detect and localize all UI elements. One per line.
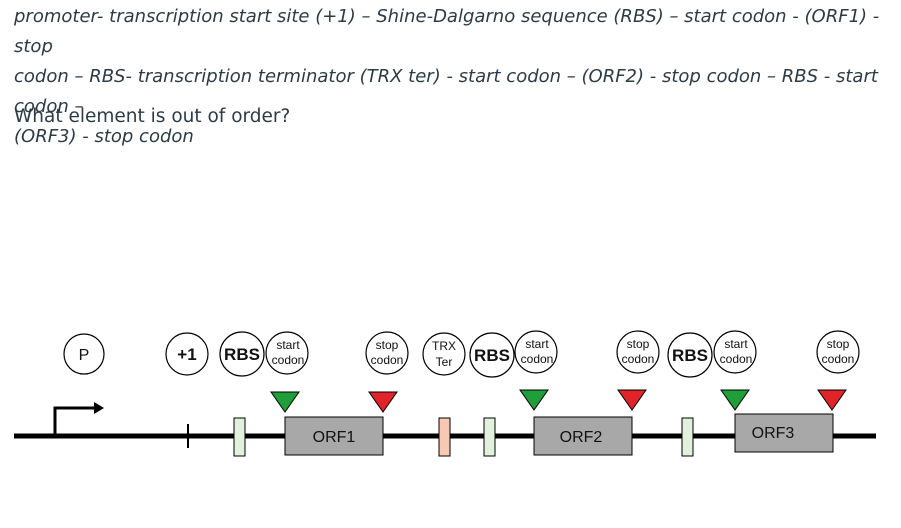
start-codon-label-1a: start [276, 338, 300, 352]
orf2-box [533, 416, 633, 456]
rbs-box-2 [483, 417, 496, 457]
stop-codon-label-2b: codon [622, 352, 655, 366]
stop-triangle-2 [617, 389, 647, 411]
promoter-arrow [53, 402, 104, 436]
orf1-label: ORF1 [313, 429, 356, 446]
orf2-label: ORF2 [560, 429, 603, 446]
trx-ter-label-a: TRX [432, 339, 456, 353]
promoter-label: P [79, 347, 90, 364]
orf1-box [284, 416, 384, 456]
start-triangle-3 [720, 389, 750, 411]
rbs-circle-2 [469, 332, 515, 378]
question-line-1: promoter- transcription start site (+1) … [14, 6, 880, 57]
start-codon-circle-1 [265, 331, 309, 375]
terminator-box [438, 417, 451, 457]
start-codon-circle-3 [713, 330, 757, 374]
start-codon-label-3b: codon [720, 352, 753, 366]
rbs-label-3: RBS [672, 346, 708, 365]
orf3-label: ORF3 [752, 425, 795, 442]
stop-codon-label-3b: codon [822, 352, 855, 366]
stop-triangle-3 [817, 389, 847, 411]
trx-ter-circle [422, 332, 466, 376]
start-triangle-2 [519, 389, 549, 411]
question-prompt: What element is out of order? [14, 106, 291, 127]
stop-codon-circle-1 [365, 331, 409, 375]
question-text: promoter- transcription start site (+1) … [14, 2, 894, 152]
stop-triangle-1 [368, 391, 398, 413]
start-codon-label-2a: start [525, 337, 549, 351]
start-codon-label-1b: codon [272, 353, 305, 367]
rbs-label-2: RBS [474, 346, 510, 365]
stop-codon-circle-3 [816, 330, 860, 374]
rbs-circle-3 [667, 332, 713, 378]
tss-circle [165, 332, 209, 376]
stop-codon-label-1b: codon [371, 353, 404, 367]
rbs-circle-1 [219, 331, 265, 377]
stop-codon-label-1a: stop [376, 338, 399, 352]
orf3-box [734, 413, 834, 453]
promoter-circle [63, 333, 105, 375]
question-line-2: codon – RBS- transcription terminator (T… [14, 66, 878, 117]
stop-codon-label-3a: stop [827, 337, 850, 351]
rbs-box-3 [681, 417, 694, 457]
trx-ter-label-b: Ter [436, 355, 453, 369]
tss-label: +1 [177, 345, 196, 364]
stop-codon-circle-2 [616, 330, 660, 374]
question-line-3: (ORF3) - stop codon [14, 126, 194, 147]
stop-codon-label-2a: stop [627, 337, 650, 351]
start-codon-label-2b: codon [521, 352, 554, 366]
start-codon-circle-2 [514, 330, 558, 374]
rbs-label-1: RBS [224, 345, 260, 364]
start-codon-label-3a: start [724, 337, 748, 351]
start-triangle-1 [270, 391, 300, 413]
rbs-box-1 [233, 417, 246, 457]
